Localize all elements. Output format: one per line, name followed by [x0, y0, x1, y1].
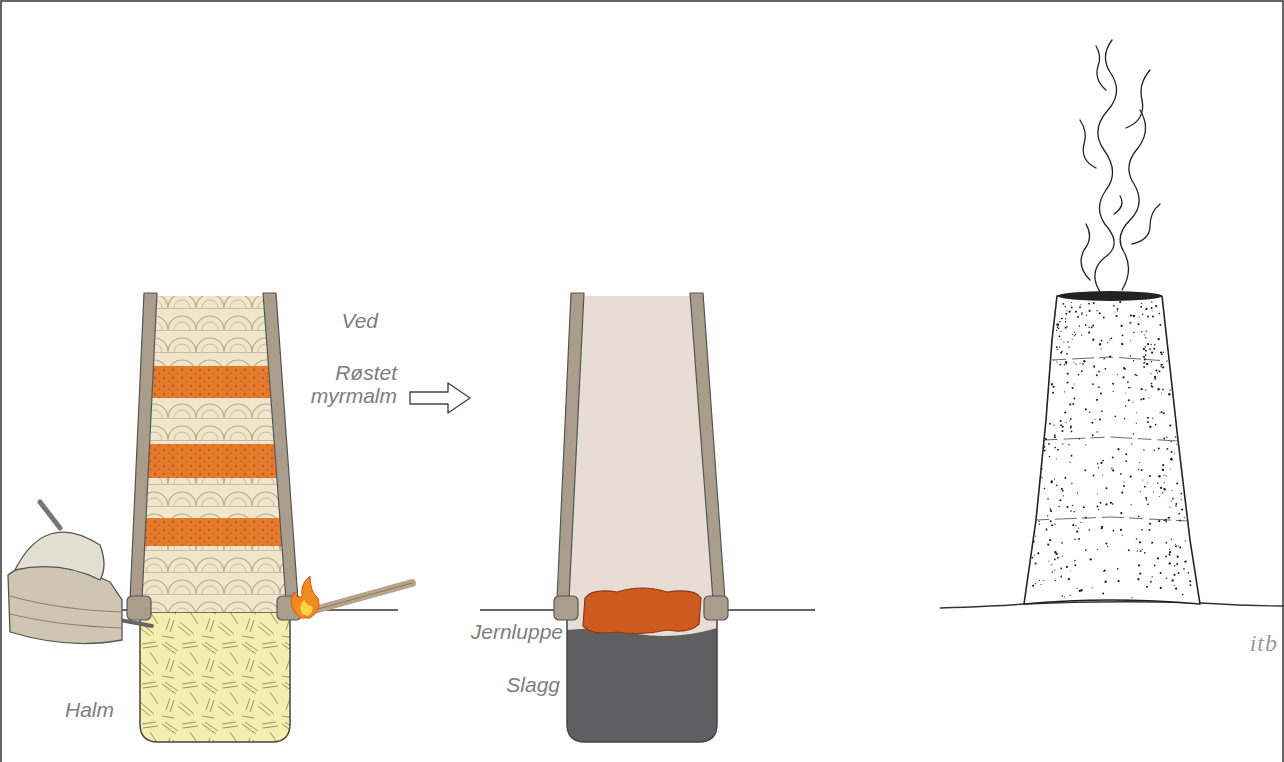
part-label: Slagg: [506, 673, 560, 696]
part-label: Jernluppe: [471, 620, 563, 643]
part-label: Halm: [65, 698, 114, 721]
part-label: Ved: [341, 309, 378, 332]
part-label: Røstet myrmalm: [305, 361, 397, 407]
signature: itb: [1250, 632, 1278, 655]
